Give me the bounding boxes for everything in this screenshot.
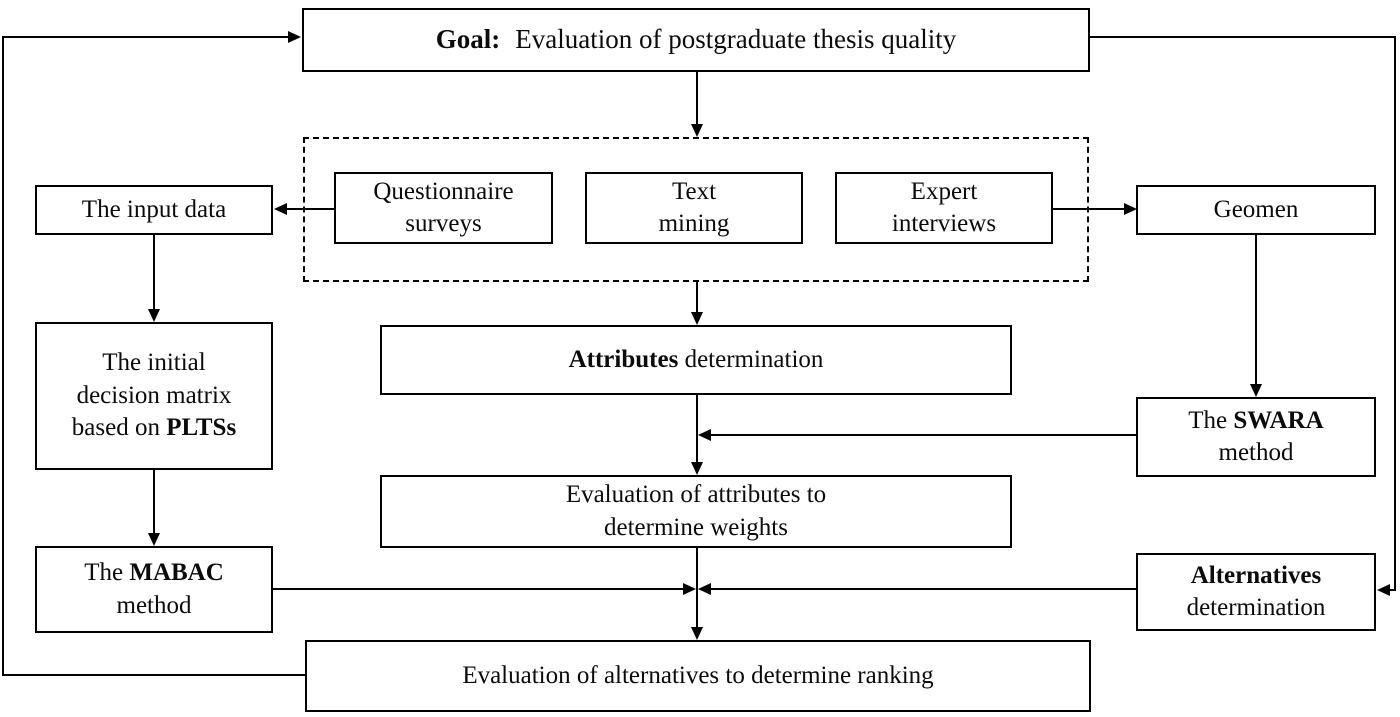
connector-goal-to-sources [696,72,698,124]
geomen-label: Geomen [1213,195,1299,223]
mabac-method-line1: The MABAC [84,559,224,586]
arrowhead-into-eval-attributes [691,462,703,475]
alternatives-determination-box: Alternatives determination [1136,553,1376,631]
attributes-determination-label: Attributes determination [568,345,824,373]
expert-interviews-box: Expert interviews [835,172,1053,244]
connector-right-to-alternatives [1388,589,1395,591]
connector-matrix-to-mabac [153,470,155,533]
connector-attributes-to-eval-attributes [696,395,698,462]
questionnaire-surveys-label-line2: surveys [405,210,482,237]
arrowhead-into-swara [1250,384,1262,397]
connector-questionnaire-to-input [287,208,335,210]
mabac-method-box: The MABAC method [35,546,273,633]
swara-method-line1: The SWARA [1188,406,1324,434]
evaluation-attributes-box: Evaluation of attributes to determine we… [380,475,1012,548]
alternatives-determination-line1: Alternatives [1190,561,1322,589]
connector-mabac-to-center [273,588,683,590]
arrowhead-into-alternatives [1377,584,1390,596]
swara-method-box: The SWARA method [1136,397,1376,477]
geomen-box: Geomen [1136,185,1376,235]
expert-interviews-label-line2: interviews [891,210,997,237]
connector-eval-attributes-to-ranking [696,548,698,627]
evaluation-attributes-line2: determine weights [604,513,788,541]
evaluation-alternatives-box: Evaluation of alternatives to determine … [305,640,1091,712]
data-sources-group [303,137,1089,282]
connector-geomen-to-swara [1255,235,1257,384]
connector-goal-to-right [1090,36,1396,38]
connector-input-to-matrix [153,235,155,309]
questionnaire-surveys-box: Questionnaire surveys [334,172,553,244]
arrowhead-into-ranking [691,627,703,640]
connector-sources-to-attributes [696,282,698,312]
arrowhead-into-mabac [148,533,160,546]
text-mining-box: Text mining [585,172,803,244]
input-data-label: The input data [81,195,227,223]
arrowhead-alternatives-into-center [698,583,711,595]
connector-feedback-left-vertical [2,36,4,676]
input-data-box: The input data [35,185,273,235]
evaluation-attributes-line1: Evaluation of attributes to [565,481,827,508]
arrowhead-into-goal [288,31,301,43]
connector-swara-to-center [711,434,1136,436]
arrowhead-mabac-into-center [683,583,696,595]
alternatives-determination-line2: determination [1186,594,1326,621]
arrowhead-into-attributes [691,312,703,325]
arrowhead-into-sources [691,124,703,137]
goal-label: Evaluation of postgraduate thesis qualit… [515,24,957,55]
text-mining-label-line2: mining [658,210,730,237]
connector-feedback-left-top [2,36,289,38]
arrowhead-into-input-data [274,203,287,215]
arrowhead-swara-into-center [698,429,711,441]
questionnaire-surveys-label-line1: Questionnaire [373,177,514,205]
goal-label-bold: Goal: [435,24,501,55]
goal-box: Goal: Evaluation of postgraduate thesis q… [302,8,1090,72]
mabac-method-line2: method [116,591,192,619]
initial-decision-matrix-box: The initial decision matrix based on PLT… [35,322,273,470]
initial-decision-matrix-line1: The initial [102,349,206,377]
connector-feedback-left-bottom [2,674,306,676]
arrowhead-into-matrix [148,309,160,322]
connector-right-vertical [1394,36,1396,591]
text-mining-label-line1: Text [671,177,717,205]
arrowhead-into-geomen [1124,203,1137,215]
attributes-determination-box: Attributes determination [380,325,1012,395]
initial-decision-matrix-line2: decision matrix [76,381,232,409]
swara-method-line2: method [1218,439,1294,466]
connector-alternatives-to-center [711,588,1136,590]
initial-decision-matrix-line3: based on PLTSs [71,414,237,442]
evaluation-alternatives-label: Evaluation of alternatives to determine … [462,661,934,689]
expert-interviews-label-line1: Expert [910,177,978,205]
